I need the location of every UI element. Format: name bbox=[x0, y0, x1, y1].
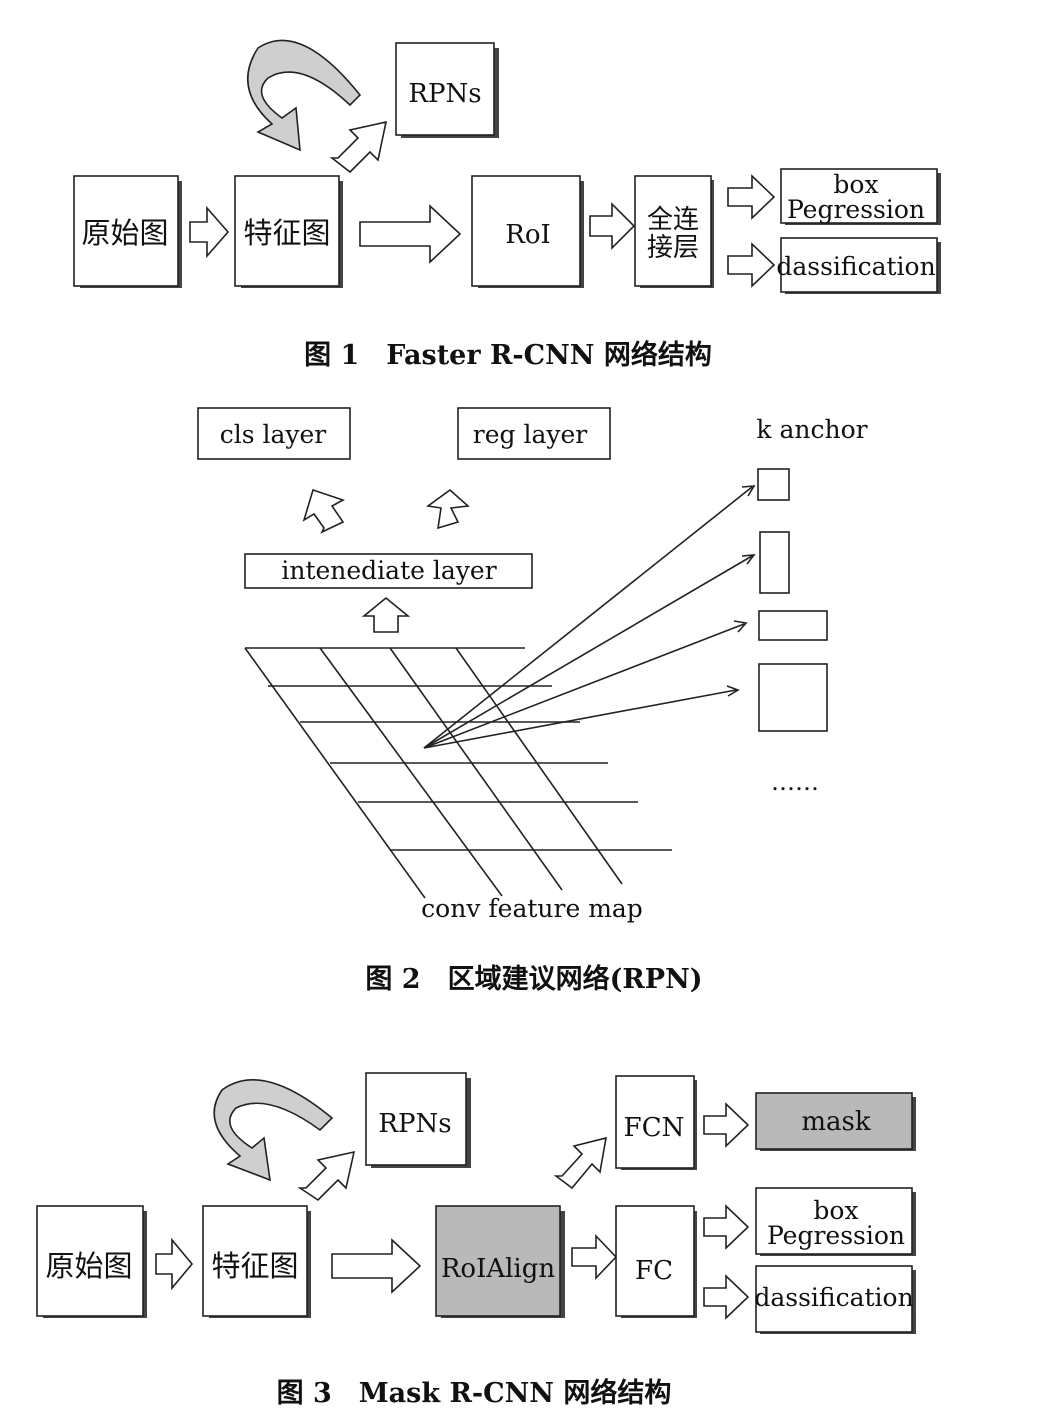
arrow-to-rpn-3 bbox=[297, 1150, 356, 1202]
arrow-to-reg bbox=[425, 488, 470, 530]
feature-label-3: 特征图 bbox=[211, 1249, 298, 1283]
arrow-fcn-mask-3 bbox=[703, 1102, 750, 1148]
anchor-box-tall bbox=[759, 531, 790, 594]
arrow-fc-cls-1 bbox=[727, 242, 776, 288]
input-box-1: 原始图 bbox=[73, 175, 182, 288]
fcn-label-3: FCN bbox=[624, 1113, 685, 1143]
mask-box-3: mask bbox=[755, 1092, 916, 1151]
input-label-1: 原始图 bbox=[81, 216, 168, 250]
feature-label-1: 特征图 bbox=[243, 216, 330, 250]
fc-label-1b: 接层 bbox=[647, 233, 699, 263]
arrow-fc-cls-3 bbox=[703, 1274, 750, 1320]
roi-label-1: RoI bbox=[505, 220, 551, 250]
caption-figure1: 图 1 Faster R-CNN 网络结构 bbox=[304, 339, 712, 371]
reg-layer-box: reg layer bbox=[457, 407, 611, 460]
arrow-roialign-fc-3 bbox=[571, 1234, 618, 1280]
anchor-box-small bbox=[757, 468, 790, 501]
arrow-to-intermediate bbox=[361, 596, 411, 633]
classification-box-3: dassification bbox=[754, 1265, 916, 1334]
intermediate-label: intenediate layer bbox=[281, 556, 496, 585]
box-regression-box-3: box Pegression bbox=[755, 1187, 916, 1256]
caption-figure2: 图 2 区域建议网络(RPN) bbox=[365, 963, 702, 995]
fcn-box-3: FCN bbox=[615, 1075, 697, 1170]
arrow-fc-box-3 bbox=[703, 1204, 750, 1250]
classification-box-1: dassification bbox=[776, 237, 941, 294]
fc-label-3: FC bbox=[635, 1256, 673, 1286]
arrow-input-feature-3 bbox=[155, 1237, 194, 1291]
reg-layer-label: reg layer bbox=[473, 420, 588, 449]
caption-figure3: 图 3 Mask R-CNN 网络结构 bbox=[277, 1377, 672, 1409]
feature-map-label: conv feature map bbox=[421, 894, 643, 923]
box-label-3a: box bbox=[813, 1196, 858, 1225]
arrow-to-cls bbox=[302, 488, 345, 534]
intermediate-layer-box: intenediate layer bbox=[244, 553, 533, 589]
figure3: RPNs 原始图 特征图 RoIAlign FCN bbox=[36, 1072, 916, 1409]
arrow-to-rpn-1 bbox=[329, 120, 388, 174]
cls-layer-box: cls layer bbox=[197, 407, 351, 460]
feature-box-1: 特征图 bbox=[234, 175, 343, 288]
arrow-feature-roi-1 bbox=[359, 204, 462, 264]
input-box-3: 原始图 bbox=[36, 1205, 147, 1318]
anchor-box-large bbox=[758, 663, 828, 732]
feature-box-3: 特征图 bbox=[202, 1205, 311, 1318]
anchor-title: k anchor bbox=[756, 415, 867, 444]
box-label-1a: box bbox=[833, 170, 878, 199]
cls-label-3: dassification bbox=[754, 1283, 913, 1312]
rpn-label-3: RPNs bbox=[378, 1109, 451, 1139]
input-label-3: 原始图 bbox=[45, 1249, 132, 1283]
roialign-box-3: RoIAlign bbox=[435, 1205, 565, 1318]
box-label-3b: Pegression bbox=[767, 1221, 905, 1250]
cls-layer-label: cls layer bbox=[220, 420, 327, 449]
figure1: RPNs 原始图 特征图 RoI 全连 接层 bbox=[73, 39, 941, 371]
cls-label-1: dassification bbox=[776, 252, 935, 281]
fc-box-1: 全连 接层 bbox=[634, 175, 714, 288]
box-regression-box-1: box Pegression bbox=[780, 168, 941, 225]
rpn-box-3: RPNs bbox=[365, 1072, 471, 1168]
arrow-roialign-fcn-3 bbox=[553, 1136, 608, 1190]
anchor-rays bbox=[423, 485, 756, 749]
fc-box-3: FC bbox=[615, 1205, 697, 1318]
curl-arrow-1 bbox=[246, 39, 362, 152]
roi-box-1: RoI bbox=[471, 175, 584, 288]
arrow-feature-roialign-3 bbox=[331, 1238, 422, 1294]
box-label-1b: Pegression bbox=[787, 195, 925, 224]
anchor-box-wide bbox=[758, 610, 828, 641]
roialign-label-3: RoIAlign bbox=[441, 1254, 556, 1284]
mask-label-3: mask bbox=[801, 1107, 870, 1137]
conv-feature-grid bbox=[244, 647, 672, 899]
rpn-box-1: RPNs bbox=[395, 42, 499, 138]
fc-label-1a: 全连 bbox=[647, 205, 699, 235]
arrow-roi-fc-1 bbox=[589, 202, 636, 250]
curl-arrow-3 bbox=[213, 1078, 334, 1182]
anchor-ellipsis: …… bbox=[771, 768, 819, 796]
arrow-input-feature-1 bbox=[189, 205, 230, 259]
rpn-label-1: RPNs bbox=[408, 79, 481, 109]
arrow-fc-box-1 bbox=[727, 174, 776, 220]
figure2: cls layer reg layer k anchor intenediate… bbox=[197, 407, 868, 995]
